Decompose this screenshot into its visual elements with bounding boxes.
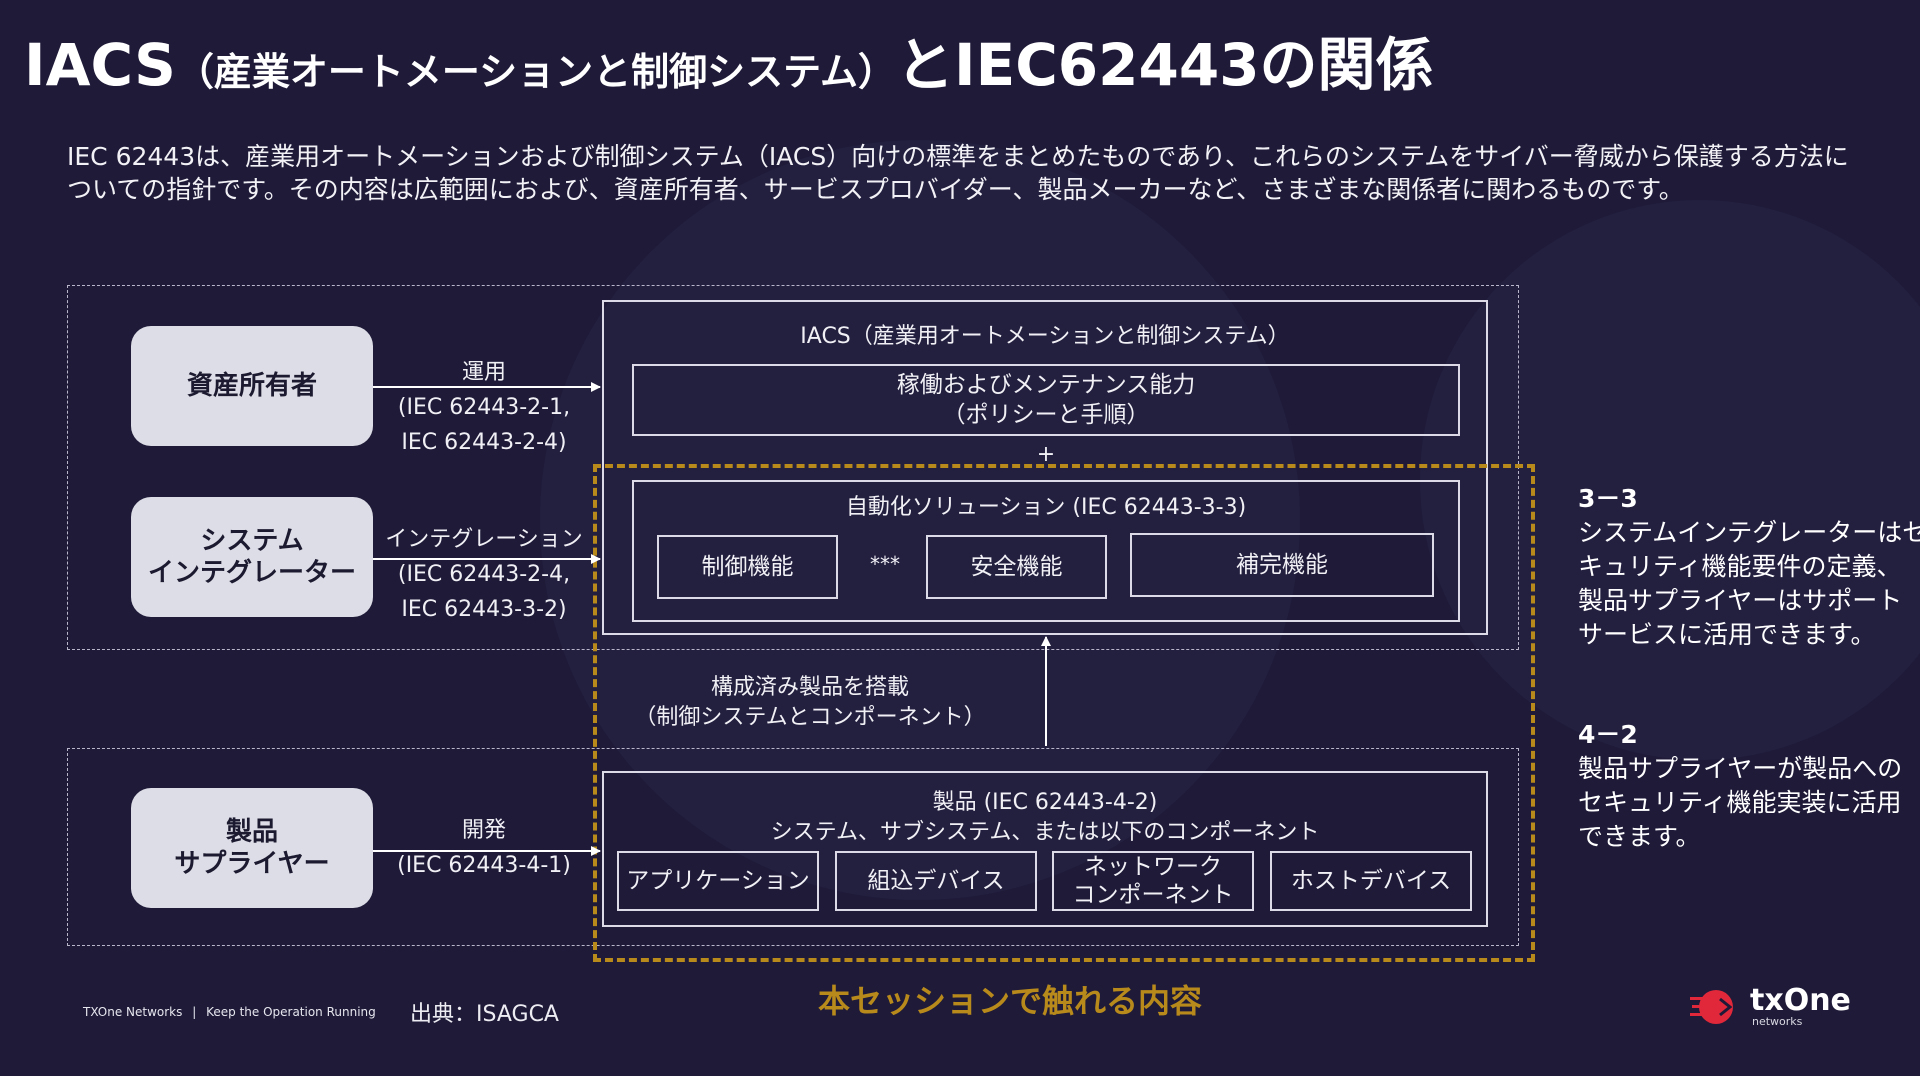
note-3-3: 3－3 システムインテグレーターはセ キュリティ機能要件の定義、 製品サプライヤ… (1578, 484, 1920, 649)
session-scope-boundary (593, 464, 1535, 962)
plus-sign: + (1036, 442, 1056, 467)
iacs-title: IACS（産業用オートメーションと制御システム） (800, 324, 1290, 349)
host-device-box: ホストデバイス (1270, 851, 1472, 911)
network-component-box: ネットワーク コンポーネント (1052, 851, 1254, 911)
product-frame (602, 771, 1488, 927)
intro-paragraph: IEC 62443は、産業用オートメーションおよび制御システム（IACS）向けの… (67, 142, 1849, 204)
session-scope-label: 本セッションで触れる内容 (817, 982, 1202, 1020)
note-4-2: 4－2 製品サプライヤーが製品への セキュリティ機能実装に活用 できます。 (1578, 720, 1903, 851)
txone-logo: txOne networks (1690, 983, 1860, 1033)
footer-company: TXOne Networks | Keep the Operation Runn… (83, 1005, 376, 1019)
development-label: 開発 (IEC 62443-4-1) (397, 818, 571, 878)
control-function-box: 制御機能 (657, 535, 838, 599)
logo-mark-icon (1690, 990, 1733, 1024)
page-title: IACS（産業オートメーションと制御システム）とIEC62443の関係 (24, 31, 1434, 99)
background-decoration (540, 140, 1300, 900)
product-title: 製品 (IEC 62443-4-2) システム、サブシステム、または以下のコンポ… (770, 790, 1320, 845)
product-supplier-box: 製品 サプライヤー (131, 788, 373, 908)
automation-solution-box (632, 480, 1460, 622)
install-label: 構成済み製品を搭載 （制御システムとコンポーネント） (634, 675, 986, 730)
maintenance-capability-box (632, 364, 1460, 436)
automation-solution-title: 自動化ソリューション (IEC 62443-3-3) (845, 495, 1247, 520)
complementary-function-box: 補完機能 (1130, 533, 1434, 597)
maintenance-capability-text: 稼働およびメンテナンス能力 （ポリシーと手順） (896, 372, 1196, 428)
embedded-device-box: 組込デバイス (835, 851, 1037, 911)
background-decoration (1420, 200, 1920, 760)
lower-stakeholder-area (67, 748, 1519, 946)
system-integrator-box: システム インテグレーター (131, 497, 373, 617)
ellipsis: *** (870, 552, 900, 576)
asset-owner-box: 資産所有者 (131, 326, 373, 446)
safety-function-box: 安全機能 (926, 535, 1107, 599)
operation-label: 運用 (IEC 62443-2-1, IEC 62443-2-4) (397, 360, 571, 455)
application-box: アプリケーション (617, 851, 819, 911)
source-credit: 出典：ISAGCA (410, 1002, 559, 1027)
integration-label: インテグレーション (IEC 62443-2-4, IEC 62443-3-2) (385, 527, 583, 622)
